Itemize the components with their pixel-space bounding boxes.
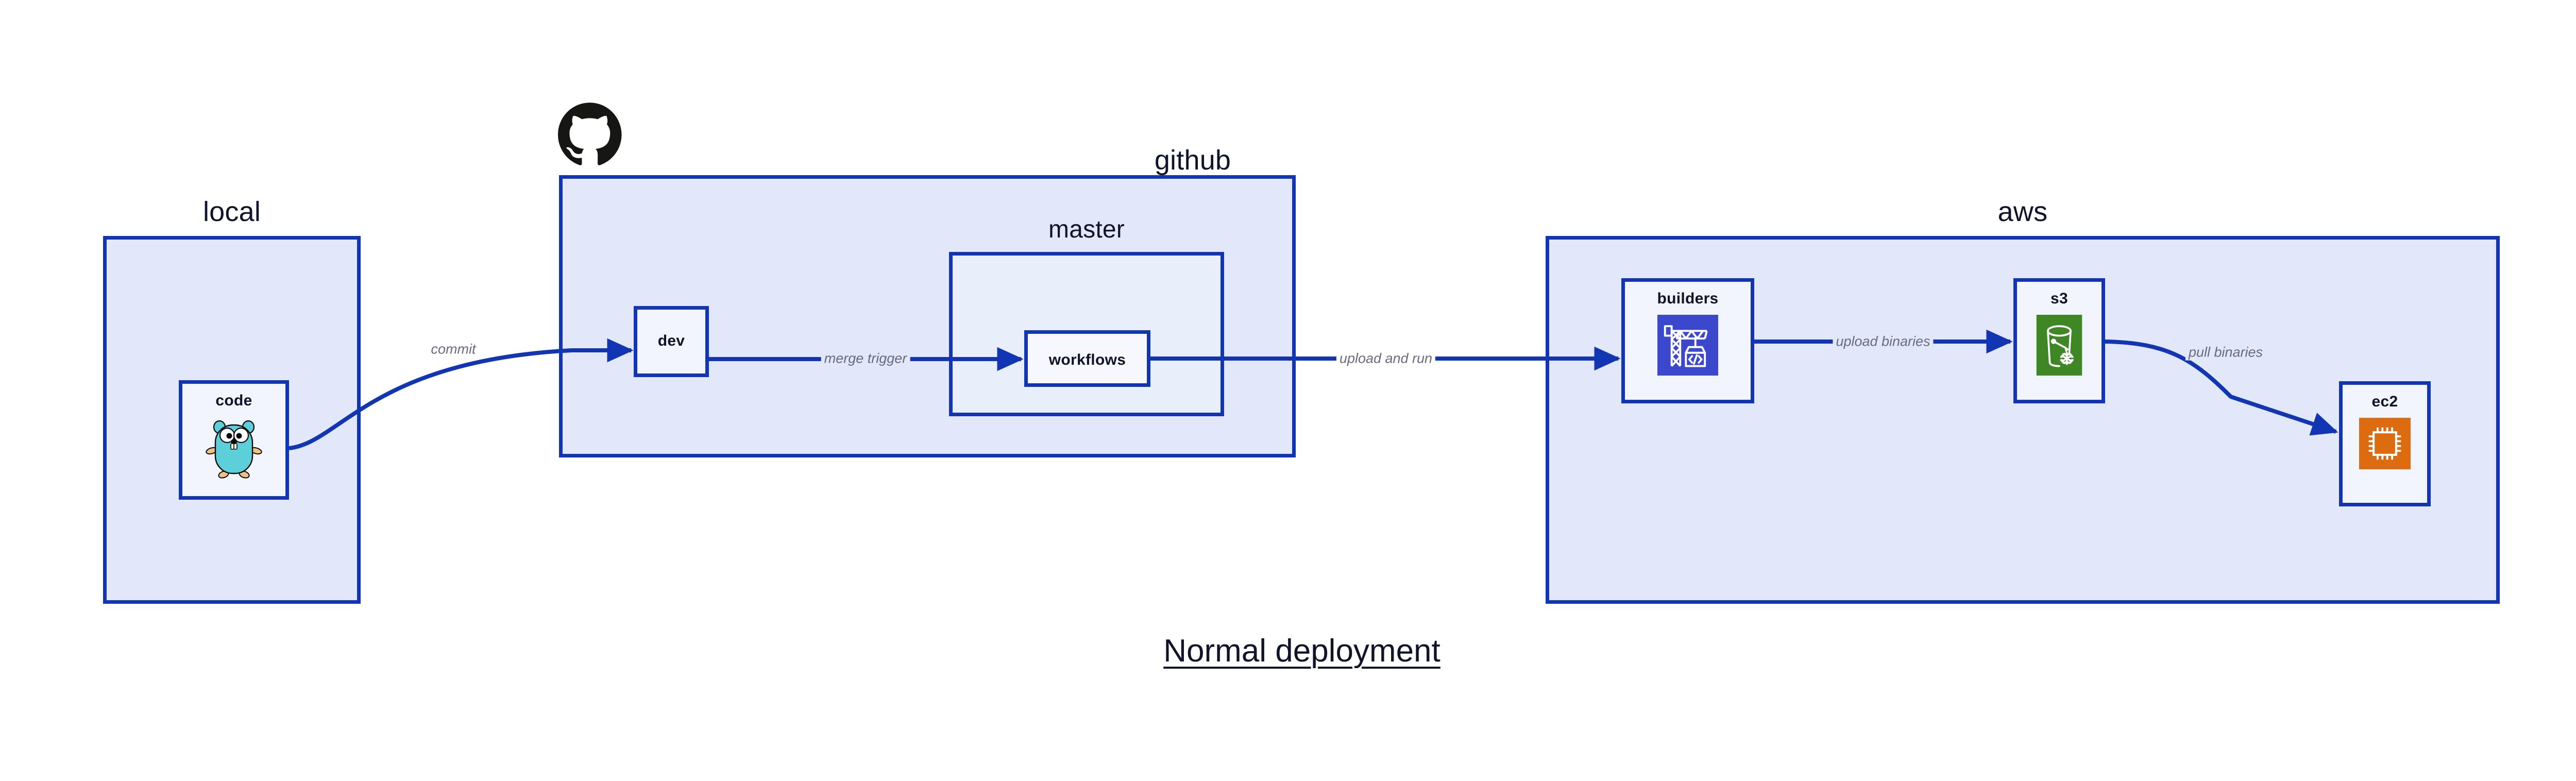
node-box-s3[interactable]: s3 <box>2013 278 2105 403</box>
github-octocat-icon <box>558 102 622 166</box>
edge-label-upload-and-run: upload and run <box>1336 350 1436 367</box>
node-box-workflows[interactable]: workflows <box>1024 330 1150 387</box>
node-box-ec2[interactable]: ec2 <box>2339 381 2431 506</box>
group-label-master: master <box>1048 216 1125 243</box>
node-label-code: code <box>215 392 252 409</box>
edge-label-pull-binaries: pull binaries <box>2185 344 2266 361</box>
node-label-builders: builders <box>1657 290 1719 307</box>
node-label-s3: s3 <box>2050 290 2068 307</box>
diagram-caption-text: Normal deployment <box>1163 633 1440 669</box>
cpu-chip-icon <box>2359 418 2411 469</box>
node-label-dev: dev <box>657 332 685 349</box>
node-box-builders[interactable]: builders <box>1621 278 1754 403</box>
go-gopher-icon <box>205 417 263 479</box>
edge-label-upload-binaries: upload binaries <box>1833 333 1934 350</box>
group-label-github: github <box>1154 145 1231 176</box>
group-label-local: local <box>202 196 261 227</box>
node-box-dev[interactable]: dev <box>634 306 709 377</box>
s3-bucket-icon <box>2036 315 2082 376</box>
node-box-code[interactable]: code <box>179 380 289 500</box>
crane-code-icon <box>1657 315 1718 376</box>
node-label-ec2: ec2 <box>2371 393 2398 410</box>
node-label-workflows: workflows <box>1048 351 1126 368</box>
edge-label-merge-trigger: merge trigger <box>821 350 910 367</box>
group-label-aws: aws <box>1997 196 2048 227</box>
edge-label-commit: commit <box>428 341 479 358</box>
diagram-caption: Normal deployment <box>0 633 2576 669</box>
